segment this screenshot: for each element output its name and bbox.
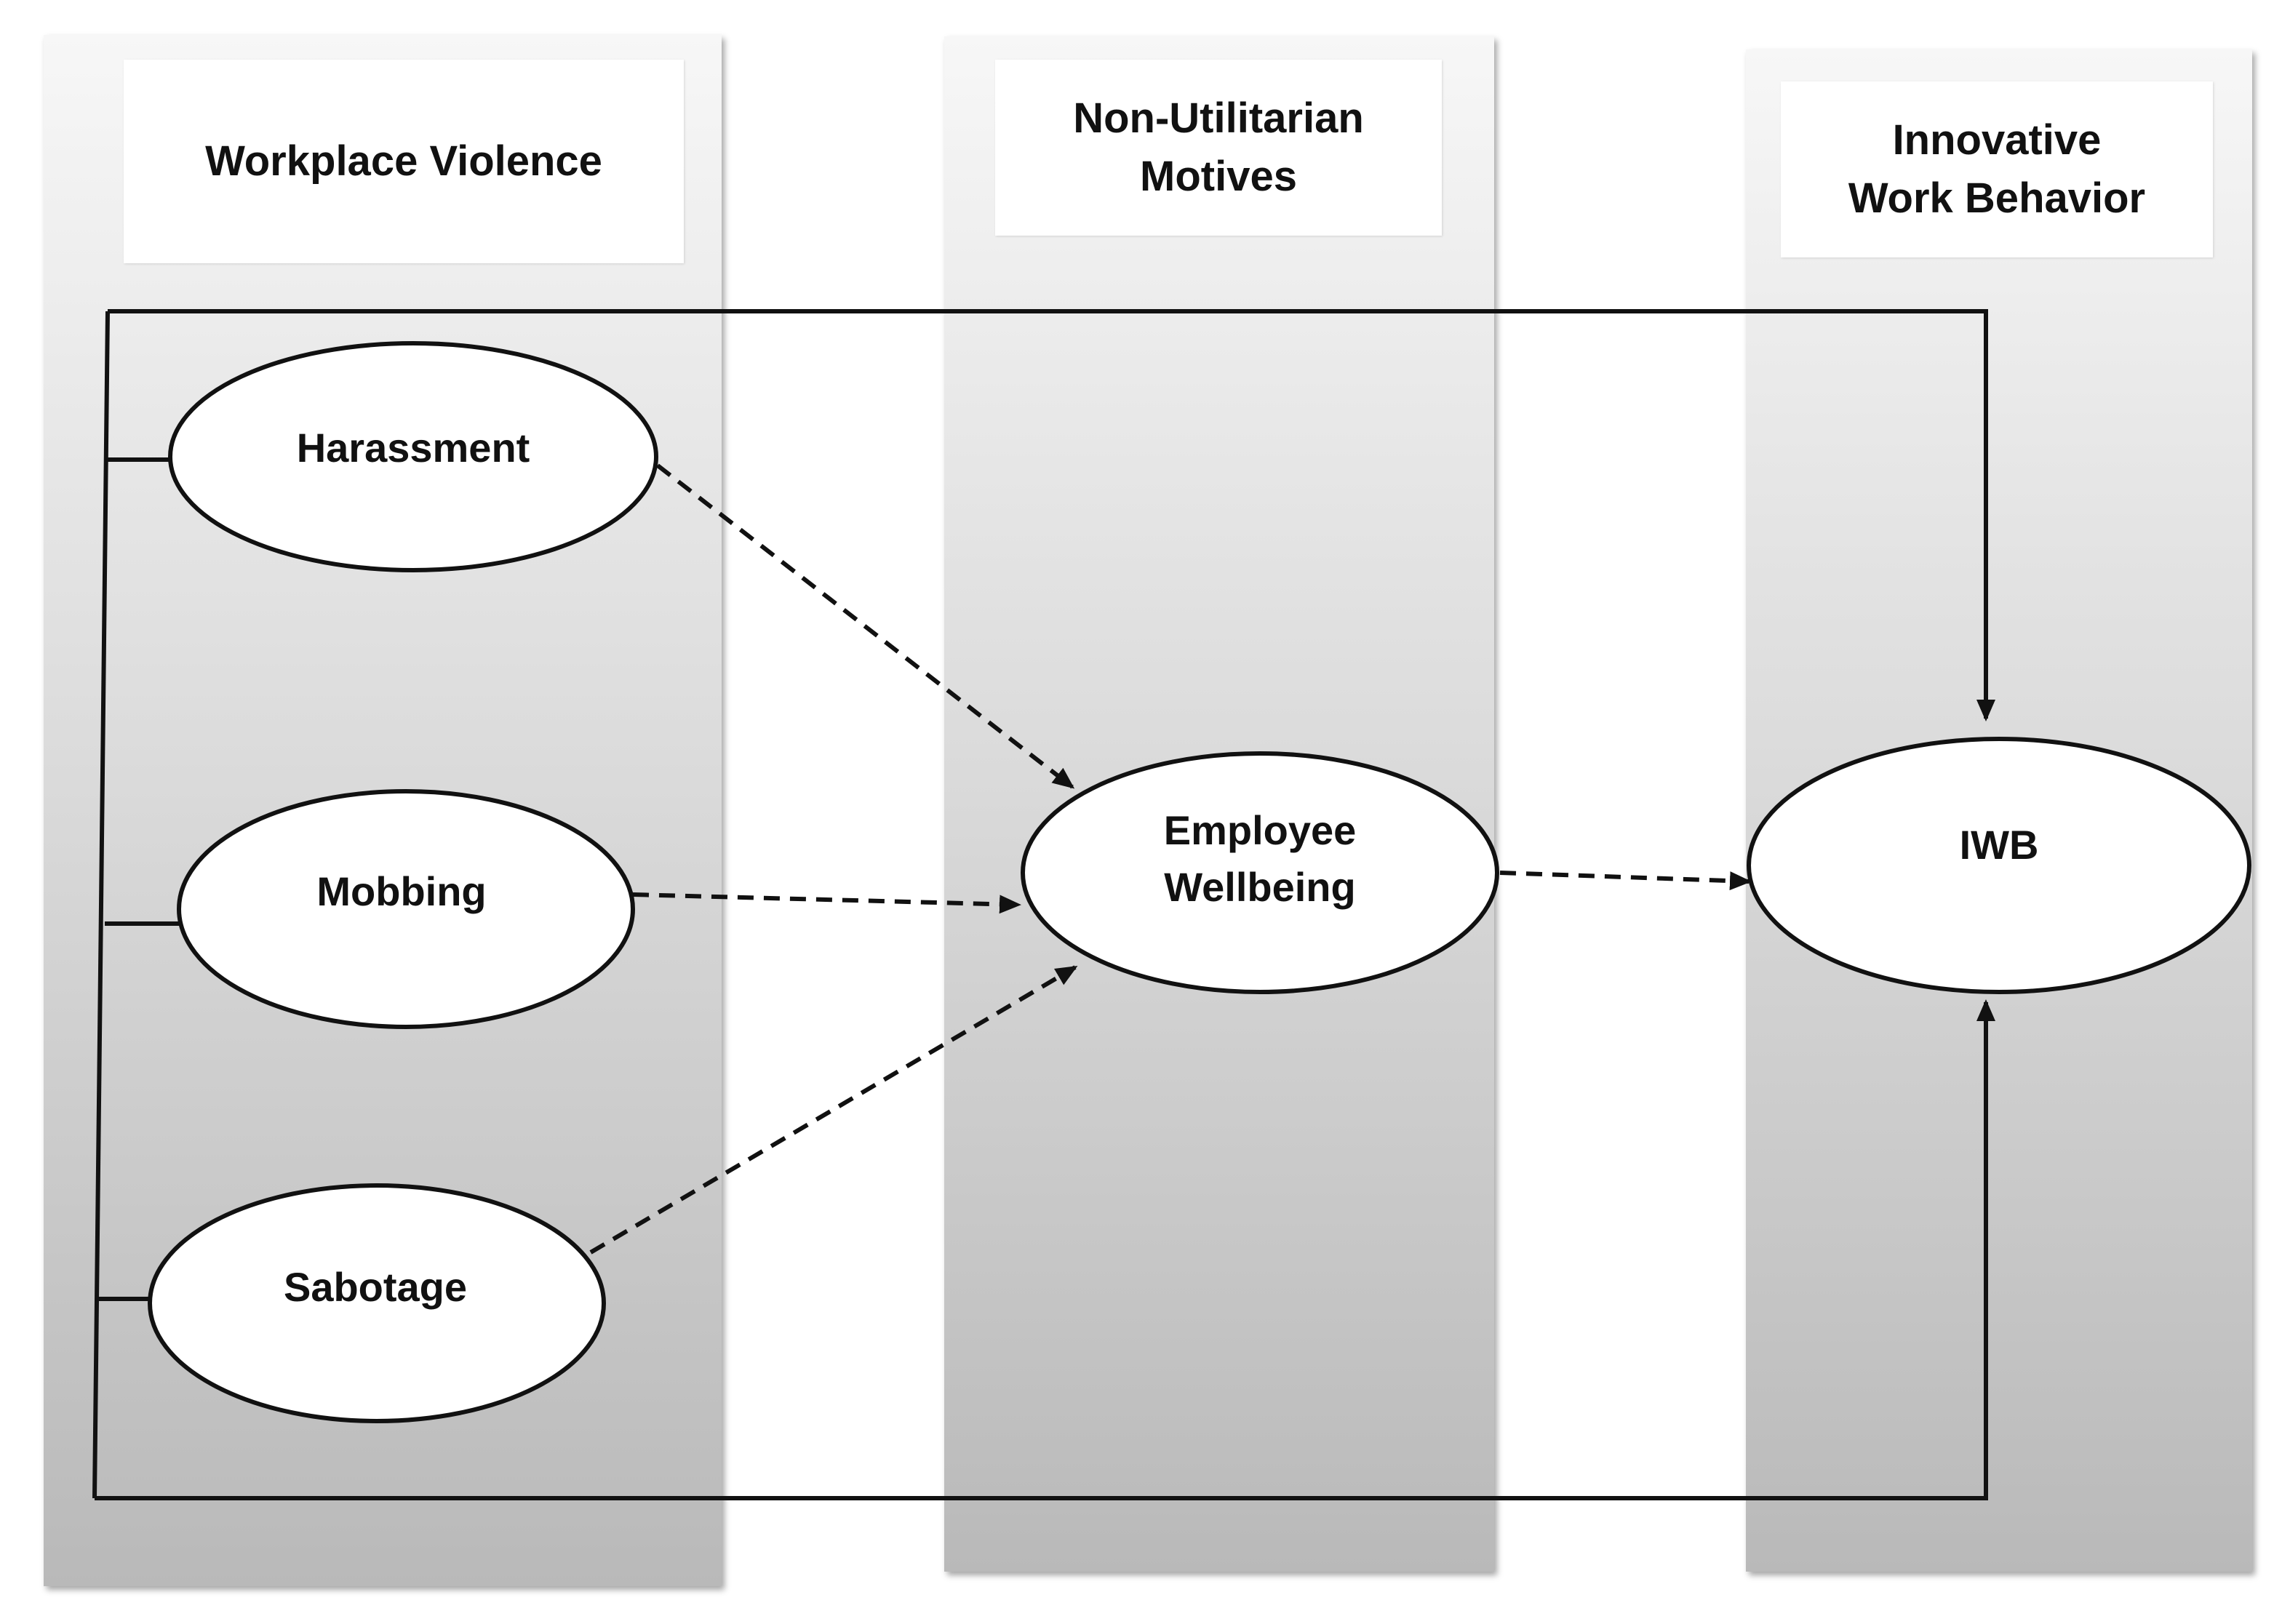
node-harassment-shape [168, 341, 658, 572]
edge-harassment-to-wellbeing [656, 463, 1075, 789]
node-iwb-shape [1747, 737, 2251, 994]
edge-mobbing-to-wellbeing [632, 892, 1021, 914]
node-mobbing-shape [177, 789, 635, 1029]
column-title-line: Work Behavior [1848, 175, 2146, 222]
node-harassment: Harassment [168, 341, 658, 572]
column-header-innovative-work-behavior: Innovative Work Behavior [1781, 81, 2213, 257]
edge-sabotage-to-wellbeing [589, 965, 1078, 1255]
column-header-workplace-violence: Workplace Violence [124, 60, 684, 263]
node-employee-wellbeing-label-line1: Employee [1164, 807, 1357, 853]
column-title-line: Innovative [1892, 116, 2102, 164]
node-sabotage-shape [148, 1183, 606, 1423]
node-employee-wellbeing: Employee Wellbeing [1021, 751, 1499, 994]
node-mobbing: Mobbing [177, 789, 635, 1029]
column-header-non-utilitarian-motives: Non-Utilitarian Motives [995, 60, 1442, 236]
direct-path-top-connector [108, 309, 1995, 721]
node-harassment-label: Harassment [297, 425, 530, 471]
column-title-line: Non-Utilitarian [1073, 95, 1364, 142]
node-iwb-label: IWB [1960, 822, 2039, 868]
column-title-line: Motives [1140, 153, 1297, 200]
node-mobbing-label: Mobbing [316, 868, 486, 914]
group-bracket-left-line [92, 311, 110, 1499]
node-sabotage: Sabotage [148, 1183, 606, 1423]
node-iwb: IWB [1747, 737, 2251, 994]
direct-path-bottom-connector [95, 999, 1995, 1500]
column-title-line: Workplace Violence [205, 137, 602, 185]
edge-wellbeing-to-iwb [1499, 871, 1752, 891]
node-sabotage-label: Sabotage [284, 1264, 467, 1310]
node-employee-wellbeing-shape [1021, 751, 1499, 994]
node-employee-wellbeing-label-line2: Wellbeing [1164, 864, 1355, 910]
